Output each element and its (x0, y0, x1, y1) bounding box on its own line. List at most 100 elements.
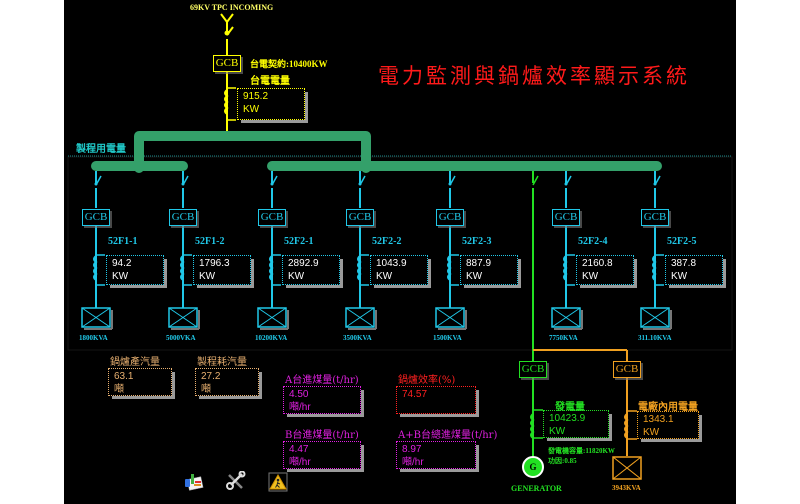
breaker-switch (654, 175, 661, 186)
feeder-meter: 2160.8 KW (576, 255, 637, 288)
generator-symbol[interactable]: G (522, 456, 544, 478)
generator-meter-title: 發電量 (555, 402, 585, 413)
ct-coil (563, 255, 568, 281)
transformer-symbol (257, 307, 289, 330)
ct-coil (180, 255, 185, 281)
incoming-gcb[interactable]: GCB (213, 55, 241, 72)
main-bus (91, 131, 662, 173)
process-power-label: 製程用電量 (76, 144, 126, 155)
feeder-gcb[interactable]: GCB (169, 209, 197, 226)
feeder-name: 52F2-5 (667, 236, 697, 247)
process-area-frame (67, 156, 733, 351)
feeder-name: 52F2-2 (372, 236, 402, 247)
ct-coil (93, 255, 98, 281)
station-ct-coil (624, 413, 629, 439)
generator-label: GENERATOR (511, 484, 562, 493)
boiler-stat-title: 製程耗汽量 (197, 357, 247, 368)
incoming-label: 69KV TPC INCOMING (190, 3, 274, 12)
transformer-label: 1800KVA (79, 334, 108, 342)
boiler-stat-unit: 噸 (114, 384, 124, 395)
boiler-stat-value: 27.2 (201, 371, 221, 382)
boiler-stat-box: 27.2 噸 (195, 368, 262, 399)
transformer-label: 311.10KVA (638, 334, 672, 342)
feeder-meter: 2892.9 KW (282, 255, 343, 288)
breaker-switch (565, 175, 572, 186)
feeder-value: 1043.9 (376, 258, 407, 269)
feeder-gcb[interactable]: GCB (258, 209, 286, 226)
transformer-label: 7750KVA (549, 334, 578, 342)
generator-meter: 10423.9 KW (543, 410, 612, 441)
feeder-value: 2160.8 (582, 258, 613, 269)
generator-power-factor: 功因:0.85 (548, 457, 577, 465)
feeder-unit: KW (199, 271, 216, 282)
boiler-stat-unit: 噸 (201, 384, 211, 395)
boiler-stat-title: 鍋爐效率(%) (398, 375, 456, 386)
incoming-meter: 915.2 KW (237, 88, 308, 123)
transformer-label: 10200KVA (255, 334, 288, 342)
station-gcb[interactable]: GCB (613, 361, 641, 378)
boiler-stat-value: 8.97 (402, 444, 422, 455)
station-unit: KW (643, 427, 660, 438)
feeder-unit: KW (112, 271, 129, 282)
warning-sign-icon[interactable] (268, 472, 288, 492)
feeder-unit: KW (466, 271, 483, 282)
feeder-value: 1796.3 (199, 258, 230, 269)
boiler-stat-unit: 噸/hr (289, 402, 311, 413)
feeder-unit: KW (376, 271, 393, 282)
boiler-stat-value: 4.50 (289, 389, 309, 400)
page-title: 電力監測與鍋爐效率顯示系統 (378, 64, 690, 88)
boiler-stat-unit: 噸/hr (402, 457, 424, 468)
incoming-feeder (220, 13, 236, 132)
boiler-stat-title: B台進煤量(t/hr) (285, 430, 359, 441)
incoming-value: 915.2 (243, 91, 269, 102)
boiler-stat-title: A+B台總進煤量(t/hr) (398, 430, 498, 441)
generator-unit: KW (549, 426, 566, 437)
transformer-symbol (640, 307, 672, 330)
station-transformer-symbol (612, 456, 642, 480)
transformer-symbol (435, 307, 467, 330)
feeder-meter: 387.8 KW (665, 255, 726, 288)
feeder-name: 52F1-2 (195, 236, 225, 247)
ct-coil (652, 255, 657, 281)
transformer-symbol (168, 307, 200, 330)
boiler-stat-unit: 噸/hr (289, 457, 311, 468)
station-transformer-label: 3943KVA (612, 484, 641, 492)
feeder-name: 52F1-1 (108, 236, 138, 247)
report-chart-icon[interactable] (182, 471, 204, 491)
feeder-gcb[interactable]: GCB (641, 209, 669, 226)
wrench-tools-icon[interactable] (225, 470, 247, 491)
feeder-value: 387.8 (671, 258, 697, 269)
boiler-stat-box: 74.57 (396, 386, 479, 417)
generator-ct-coil (530, 413, 535, 439)
transformer-symbol (81, 307, 113, 330)
feeder-unit: KW (288, 271, 305, 282)
ct-coil (357, 255, 362, 281)
breaker-switch (271, 175, 278, 186)
feeder-gcb[interactable]: GCB (82, 209, 110, 226)
feeder-value: 94.2 (112, 258, 132, 269)
boiler-stat-title: 鍋爐產汽量 (110, 357, 160, 368)
feeder-gcb[interactable]: GCB (436, 209, 464, 226)
boiler-stat-value: 63.1 (114, 371, 134, 382)
incoming-meter-title: 台電電量 (250, 76, 290, 87)
generator-breaker (532, 175, 539, 186)
transformer-label: 1500KVA (433, 334, 462, 342)
generator-gcb[interactable]: GCB (519, 361, 547, 378)
contract-capacity: 台電契約:10400KW (250, 59, 328, 69)
transformer-symbol (345, 307, 377, 330)
station-value: 1343.1 (643, 414, 674, 425)
breaker-switch (95, 175, 102, 186)
generator-value: 10423.9 (549, 413, 586, 424)
breaker-switch (182, 175, 189, 186)
transformer-label: 5000VKA (166, 334, 196, 342)
boiler-stat-value: 4.47 (289, 444, 309, 455)
feeder-name: 52F2-1 (284, 236, 314, 247)
feeder-name: 52F2-4 (578, 236, 608, 247)
feeder-gcb[interactable]: GCB (346, 209, 374, 226)
transformer-label: 3500KVA (343, 334, 372, 342)
ct-coil (269, 255, 274, 281)
scada-panel (64, 0, 736, 504)
incoming-ct-coil (224, 89, 229, 115)
feeder-gcb[interactable]: GCB (552, 209, 580, 226)
